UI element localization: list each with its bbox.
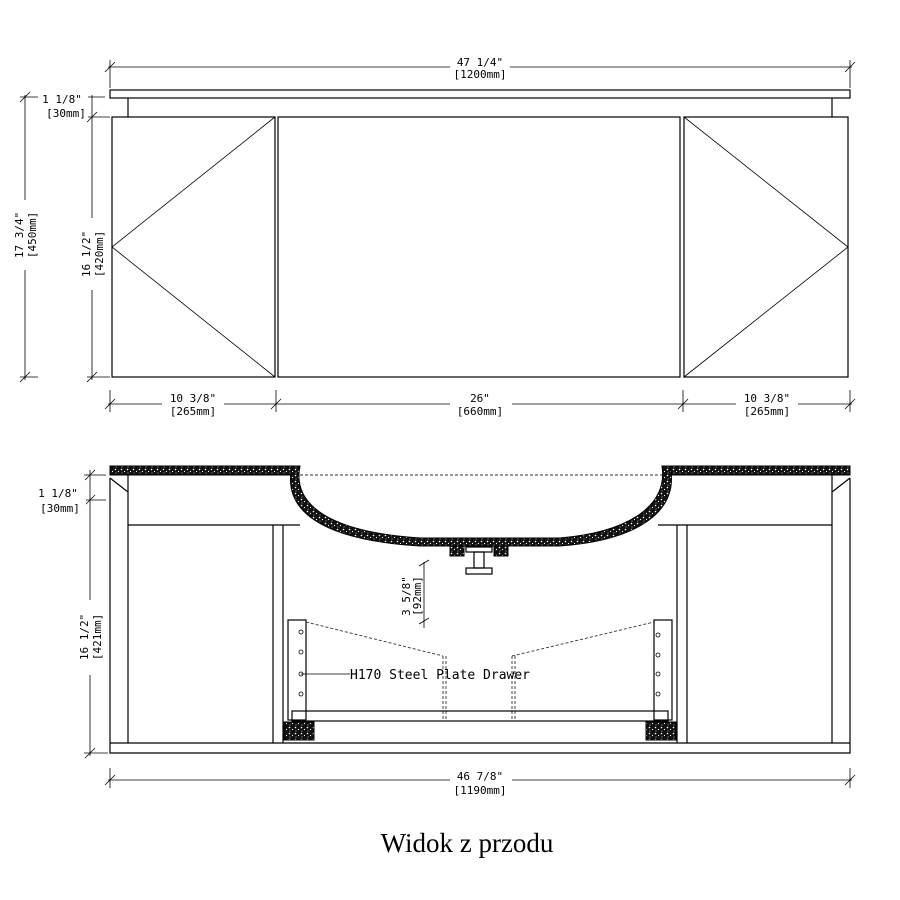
dimension-label: 10 3/8" [744, 392, 790, 405]
dimension-label: 17 3/4" [13, 212, 26, 258]
dimension-label: [1200mm] [454, 68, 507, 81]
section-elevation: H170 Steel Plate Drawer 3 5/8" [92mm] 16… [36, 465, 856, 797]
dimension-label: 16 1/2" [80, 231, 93, 277]
door-swing-indicator [111, 116, 276, 378]
drain-clearance-dimension: 3 5/8" [92mm] [400, 559, 430, 628]
countertop-stone [663, 465, 851, 476]
dimension-label: [1190mm] [454, 784, 507, 797]
top-thickness-dimension: 1 1/8" [30mm] [40, 93, 88, 121]
dimension-label: 47 1/4" [457, 56, 503, 69]
section-height-dimension: 16 1/2" [421mm] 1 1/8" [30mm] [36, 469, 108, 759]
dimension-label: [265mm] [170, 405, 216, 418]
drawing-caption: Widok z przodu [381, 828, 554, 858]
dimension-label: [30mm] [46, 107, 86, 120]
left-door [111, 116, 276, 378]
dimension-label: 26" [470, 392, 490, 405]
dimension-label: [265mm] [744, 405, 790, 418]
dimension-label: [92mm] [411, 576, 424, 616]
drain-fitting [449, 545, 509, 575]
sink-bowl [290, 465, 672, 547]
dimension-label: 1 1/8" [38, 487, 78, 500]
dimension-label: [30mm] [40, 502, 80, 515]
total-height-dimension: 17 3/4" [450mm] [12, 91, 42, 383]
dimension-label: 10 3/8" [170, 392, 216, 405]
door-swing-indicator [683, 116, 849, 378]
dimension-label: [660mm] [457, 405, 503, 418]
countertop-stone [109, 465, 297, 476]
right-door [683, 116, 849, 378]
dimension-label: 46 7/8" [457, 770, 503, 783]
door-width-dimensions: 10 3/8" [265mm] 26" [660mm] 10 3/8" [265… [104, 390, 856, 418]
steel-plate-drawer: H170 Steel Plate Drawer [283, 619, 677, 741]
dimension-label: [450mm] [26, 212, 39, 258]
drawer-label: H170 Steel Plate Drawer [350, 668, 530, 683]
dimension-label: [420mm] [93, 231, 106, 277]
dimension-label: 16 1/2" [78, 614, 91, 660]
dimension-label: 1 1/8" [42, 93, 82, 106]
center-door [277, 116, 681, 378]
dimension-label: [421mm] [91, 614, 104, 660]
dimension-label: 3 5/8" [400, 576, 413, 616]
section-width-dimension: 46 7/8" [1190mm] [104, 768, 856, 797]
countertop [109, 89, 851, 99]
overall-width-dimension: 47 1/4" [1200mm] [104, 56, 856, 88]
cabinet-height-dimension: 16 1/2" [420mm] [80, 95, 110, 383]
upper-elevation: 47 1/4" [1200mm] 17 3/4" [450mm] [12, 56, 856, 418]
